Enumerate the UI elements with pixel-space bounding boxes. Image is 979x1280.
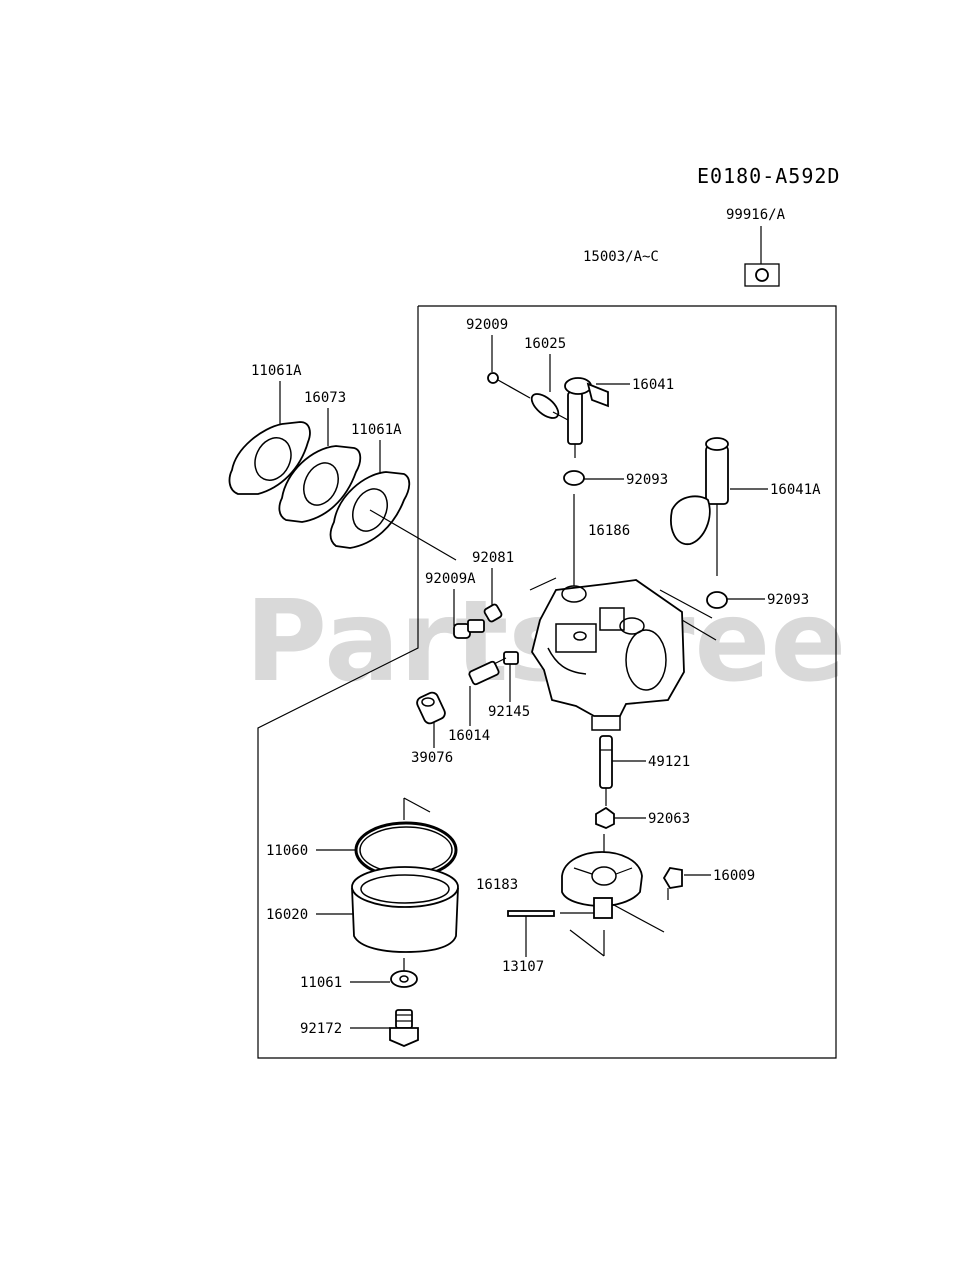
label-13107: 13107 [502,959,544,975]
float [561,851,643,919]
label-92081: 92081 [472,550,514,566]
spring-92145 [503,651,519,665]
label-16186: 16186 [588,523,630,539]
label-92145: 92145 [488,704,530,720]
label-99916a: 99916/A [726,207,786,223]
label-39076: 39076 [411,750,453,766]
screw-92009a [453,619,485,639]
label-16009: 16009 [713,868,755,884]
label-49121: 49121 [648,754,690,770]
diagram-code: E0180-A592D [697,164,840,188]
label-92093-top: 92093 [626,472,668,488]
label-16020: 16020 [266,907,308,923]
kit-nut [755,268,769,282]
seal-92093-right [706,591,728,609]
throttle-shaft-16041a [705,437,729,505]
carburetor-body [529,577,717,731]
label-16025: 16025 [524,336,566,352]
label-16041a: 16041A [770,482,821,498]
label-11061a-left: 11061A [251,363,302,379]
label-11060: 11060 [266,843,308,859]
cap-39076 [416,691,446,725]
label-92009a: 92009A [425,571,476,587]
assembly-frame [257,305,837,1059]
bolt-92172 [389,1009,419,1047]
screw-92009 [487,372,499,384]
throttle-plate [670,495,711,545]
label-11061a-right: 11061A [351,422,402,438]
gasket-11061a-left [228,421,311,495]
label-16014: 16014 [448,728,490,744]
washer-11061 [390,970,418,988]
needle-16009 [662,867,683,889]
pilot-screw-16014 [468,657,507,686]
label-16041: 16041 [632,377,674,393]
choke-plate-16025 [530,393,560,419]
label-16073: 16073 [304,390,346,406]
screw-92081 [483,603,503,623]
choke-shaft-16041 [564,377,609,445]
label-92009: 92009 [466,317,508,333]
jet-92063 [595,806,615,829]
label-15003: 15003/A~C [583,249,659,265]
label-16183: 16183 [476,877,518,893]
gasket-11061a-right [329,471,457,561]
label-92172: 92172 [300,1021,342,1037]
gasket-16073 [278,445,362,523]
label-11061: 11061 [300,975,342,991]
seal-92093-top [563,470,585,486]
label-92063: 92063 [648,811,690,827]
float-bowl-16020 [351,866,459,953]
pin-13107 [507,910,555,917]
label-92093-right: 92093 [767,592,809,608]
nozzle-49121 [599,735,613,789]
